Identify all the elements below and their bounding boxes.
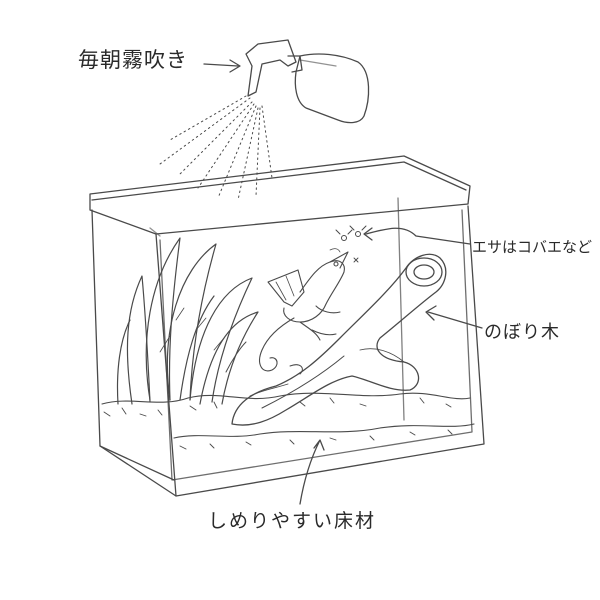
substrate-pointer xyxy=(299,439,325,505)
mist-spray xyxy=(159,95,273,201)
fly-icon xyxy=(329,225,367,263)
substrate-label: しめりやすい床材 xyxy=(208,510,377,532)
food-arrowhead xyxy=(363,227,373,241)
terrarium-tank xyxy=(89,155,485,497)
mist-arrow xyxy=(203,59,241,73)
mist-label: 毎朝霧吹き xyxy=(78,48,188,72)
branch-label: のぼり木 xyxy=(484,322,560,343)
climbing-branch xyxy=(231,253,447,426)
substrate xyxy=(101,392,475,450)
chameleon-icon xyxy=(259,251,349,372)
spray-bottle-icon xyxy=(245,39,370,124)
food-label: エサはコバエなど xyxy=(472,238,593,256)
plant-leaves xyxy=(116,237,259,405)
food-pointer xyxy=(365,227,471,245)
branch-pointer xyxy=(425,305,483,329)
